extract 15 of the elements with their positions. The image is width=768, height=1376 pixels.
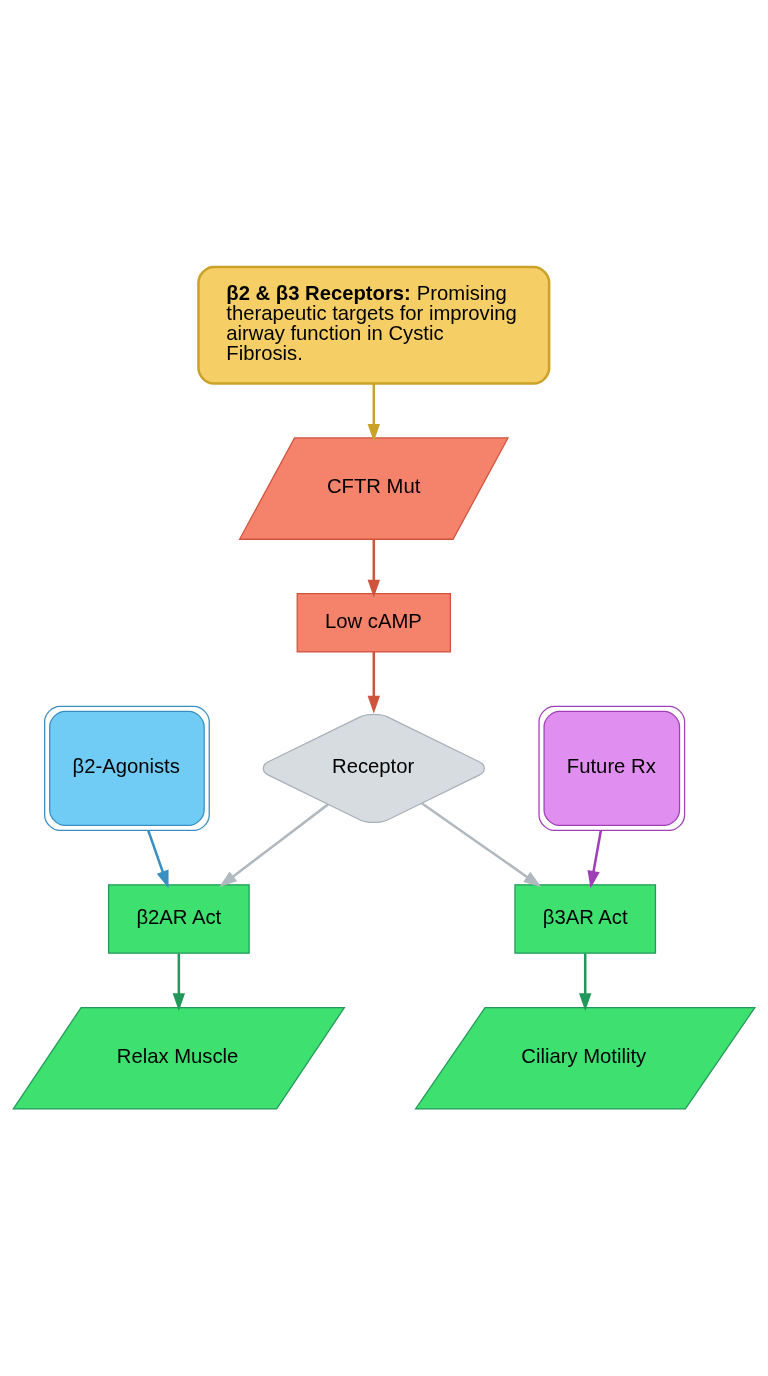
node-box: Future Rx <box>538 705 686 832</box>
arrow <box>587 830 603 889</box>
node-box: β2 & β3 Receptors: Promising therapeutic targets for improving airway function in Cystic Fibrosis. <box>197 265 551 385</box>
node-box: β2AR Act <box>107 884 250 954</box>
arrow <box>579 953 592 1011</box>
arrow <box>421 802 542 887</box>
arrow <box>367 383 380 442</box>
arrow <box>219 803 329 888</box>
arrow <box>147 830 169 889</box>
node-box: β3AR Act <box>514 884 657 954</box>
arrow <box>367 539 380 598</box>
arrow <box>172 953 186 1011</box>
node-box: Low cAMP <box>296 593 452 653</box>
arrow <box>367 652 380 714</box>
node-box: β2-Agonists <box>44 705 210 832</box>
